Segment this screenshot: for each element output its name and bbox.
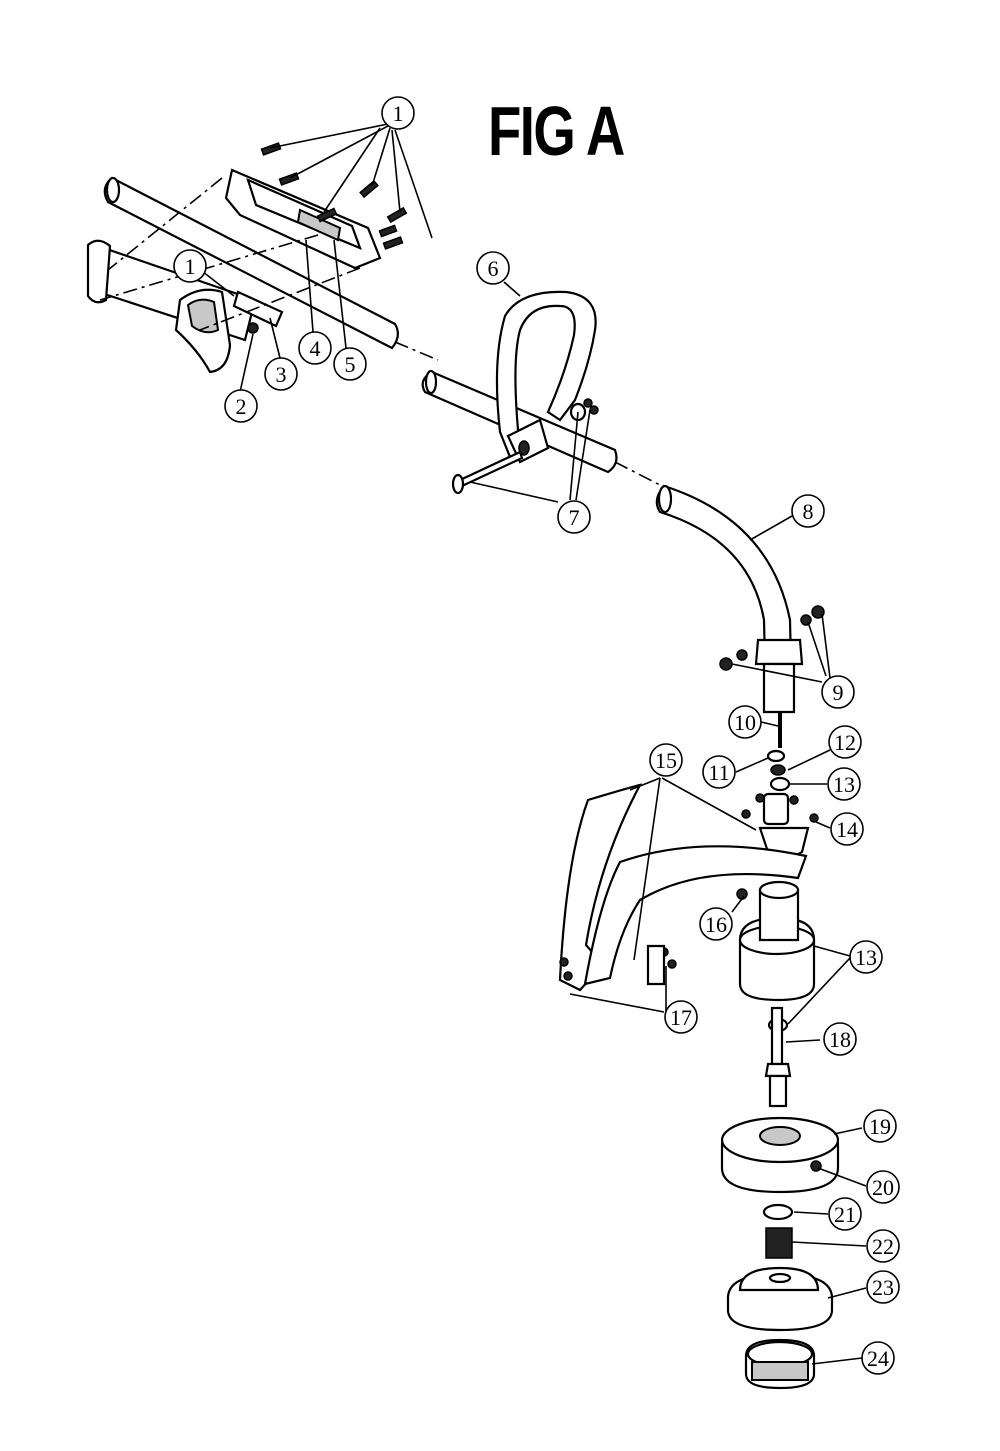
- callout-12: 12: [828, 725, 862, 759]
- callout-6: 6: [476, 251, 510, 285]
- callout-label: 5: [345, 352, 356, 377]
- callout-label: 16: [705, 912, 727, 937]
- trimmer-head: [720, 1116, 840, 1390]
- callout-11: 11: [702, 755, 736, 789]
- callout-1-top: 1: [381, 96, 415, 130]
- callout-16: 16: [699, 907, 733, 941]
- callout-18: 18: [823, 1022, 857, 1056]
- callout-1-left: 1: [173, 249, 207, 283]
- callout-label: 15: [655, 748, 677, 773]
- callout-label: 24: [867, 1346, 889, 1371]
- callout-label: 12: [834, 730, 856, 755]
- callout-label: 23: [872, 1275, 894, 1300]
- callout-label: 8: [803, 499, 814, 524]
- callout-label: 11: [708, 760, 729, 785]
- callout-label: 20: [872, 1175, 894, 1200]
- callout-label: 14: [836, 817, 858, 842]
- middle-shaft-assembly: [421, 290, 661, 495]
- callout-label: 17: [670, 1005, 692, 1030]
- callout-label: 4: [310, 336, 321, 361]
- upper-shaft-assembly: [86, 142, 439, 374]
- callout-19: 19: [863, 1109, 897, 1143]
- callout-2: 2: [224, 389, 258, 423]
- callout-22: 22: [866, 1229, 900, 1263]
- callout-label: 6: [488, 256, 499, 281]
- callout-13-upper: 13: [827, 767, 861, 801]
- callout-label: 18: [829, 1027, 851, 1052]
- callout-label: 10: [734, 710, 756, 735]
- callout-label: 1: [393, 101, 404, 126]
- callout-7: 7: [557, 500, 591, 534]
- callout-label: 7: [569, 505, 580, 530]
- curved-lower-shaft: [655, 484, 825, 748]
- screw-set-item-1: [260, 142, 408, 250]
- callout-label: 13: [855, 945, 877, 970]
- callout-label: 9: [833, 680, 844, 705]
- callout-10: 10: [728, 705, 762, 739]
- callout-15: 15: [649, 743, 683, 777]
- callout-23: 23: [866, 1270, 900, 1304]
- callout-label: 1: [185, 254, 196, 279]
- callout-21: 21: [828, 1197, 862, 1231]
- callout-label: 2: [236, 394, 247, 419]
- callout-5: 5: [333, 347, 367, 381]
- arbor-shaft: [764, 1006, 792, 1108]
- callout-14: 14: [830, 812, 864, 846]
- callout-13-lower: 13: [849, 940, 883, 974]
- callout-label: 22: [872, 1234, 894, 1259]
- figure-title: FIG A: [488, 92, 625, 170]
- callout-8: 8: [791, 494, 825, 528]
- callout-9: 9: [821, 675, 855, 709]
- callout-label: 21: [834, 1202, 856, 1227]
- callout-3: 3: [264, 357, 298, 391]
- callout-label: 3: [276, 362, 287, 387]
- callout-20: 20: [866, 1170, 900, 1204]
- callout-24: 24: [861, 1341, 895, 1375]
- gear-head-small-parts: [741, 749, 819, 859]
- callout-label: 19: [869, 1114, 891, 1139]
- callout-label: 13: [833, 772, 855, 797]
- grass-guard: [558, 783, 808, 992]
- leader-lines: [197, 123, 867, 1365]
- callout-17: 17: [664, 1000, 698, 1034]
- callout-4: 4: [298, 331, 332, 365]
